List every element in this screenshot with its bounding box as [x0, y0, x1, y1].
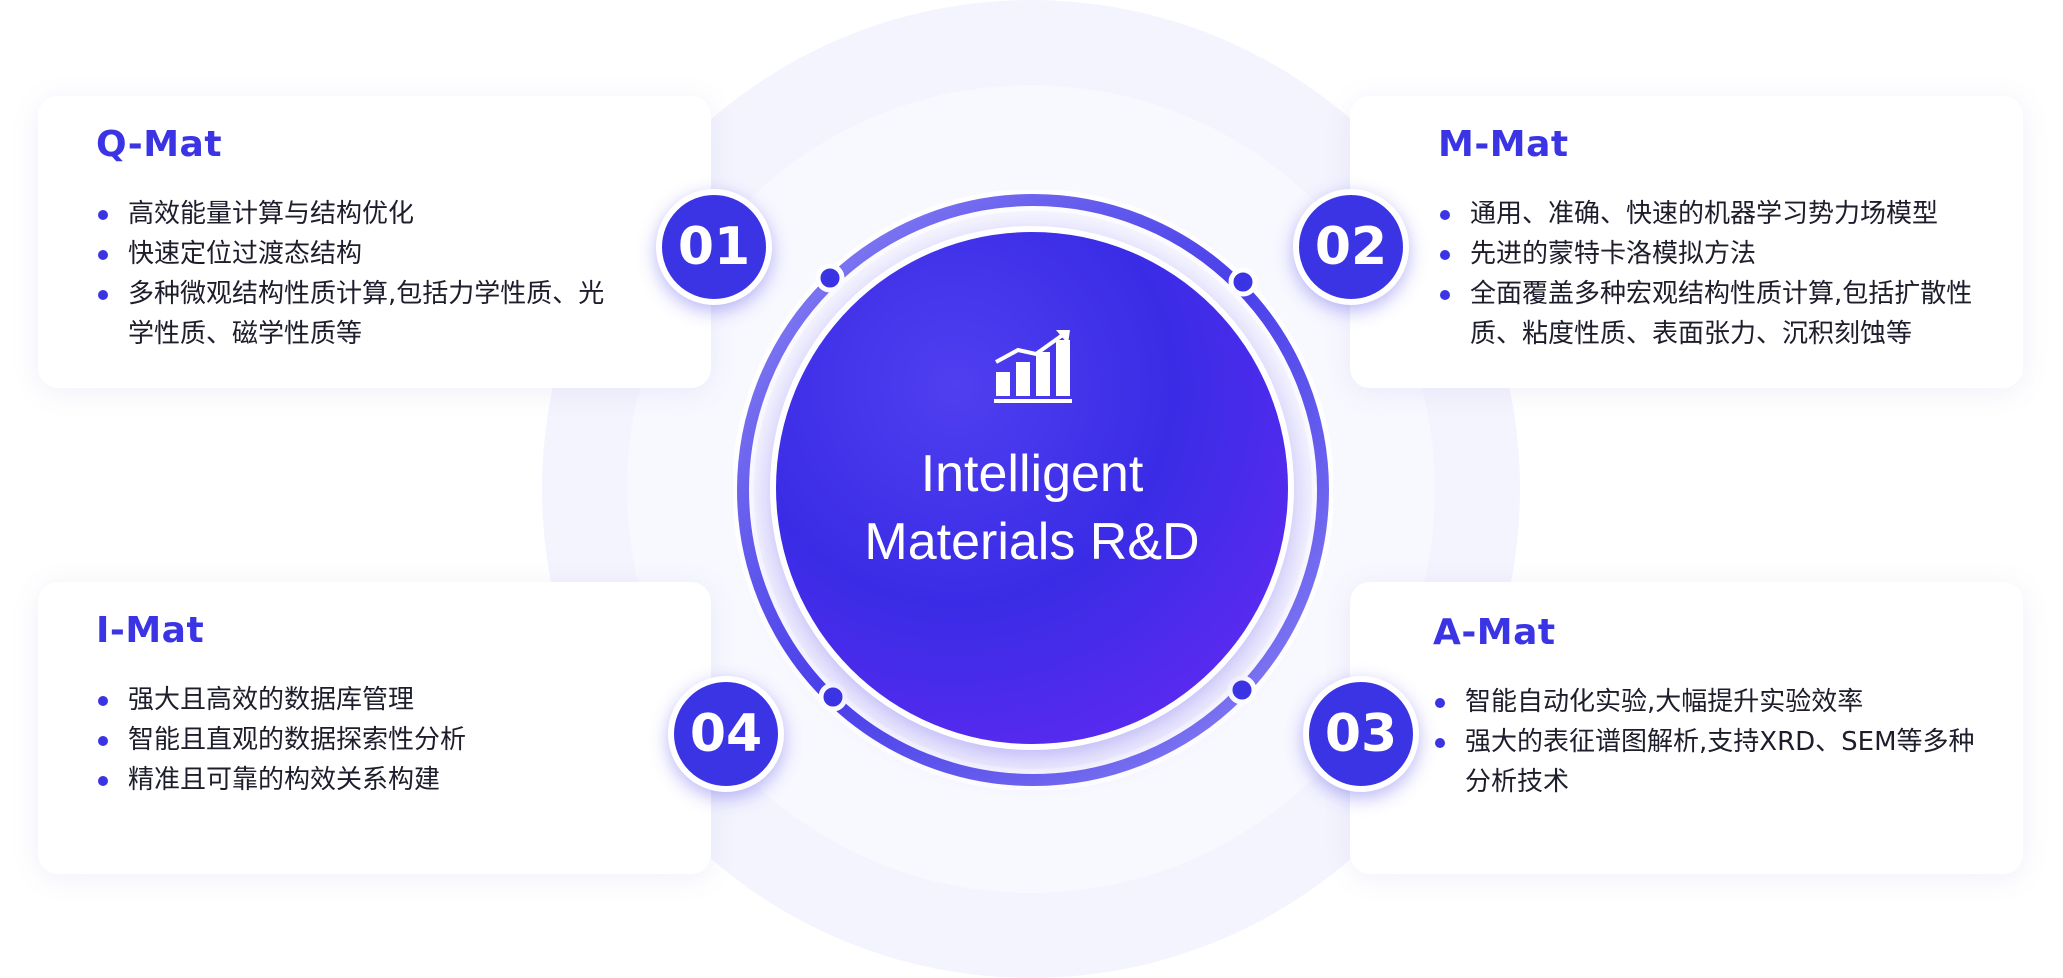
module-card-a-mat: A-Mat 智能自动化实验,大幅提升实验效率 强大的表征谱图解析,支持XRD、S… [1350, 582, 2023, 874]
module-feature-list: 智能自动化实验,大幅提升实验效率 强大的表征谱图解析,支持XRD、SEM等多种分… [1433, 682, 1993, 802]
module-title: I-Mat [96, 610, 205, 651]
orbit-dot [1227, 675, 1257, 705]
module-feature-item: 多种微观结构性质计算,包括力学性质、光学性质、磁学性质等 [96, 274, 616, 354]
module-feature-item: 智能且直观的数据探索性分析 [96, 720, 616, 760]
module-number-badge: 02 [1293, 189, 1409, 305]
module-number-badge: 03 [1303, 676, 1419, 792]
module-feature-item: 智能自动化实验,大幅提升实验效率 [1433, 682, 1993, 722]
orbit-dot [818, 682, 848, 712]
module-card-i-mat: I-Mat 强大且高效的数据库管理 智能且直观的数据探索性分析 精准且可靠的构效… [38, 582, 711, 874]
module-feature-item: 快速定位过渡态结构 [96, 234, 616, 274]
orbit-dot [815, 263, 845, 293]
module-feature-item: 先进的蒙特卡洛模拟方法 [1438, 234, 1998, 274]
module-number-badge: 01 [656, 189, 772, 305]
module-feature-list: 通用、准确、快速的机器学习势力场模型 先进的蒙特卡洛模拟方法 全面覆盖多种宏观结… [1438, 194, 1998, 354]
module-title: A-Mat [1433, 612, 1556, 653]
center-title-line-2: Materials R&D [864, 513, 1200, 571]
center-title-line-1: Intelligent [920, 445, 1144, 503]
module-feature-list: 高效能量计算与结构优化 快速定位过渡态结构 多种微观结构性质计算,包括力学性质、… [96, 194, 616, 354]
module-feature-item: 精准且可靠的构效关系构建 [96, 760, 616, 800]
orbit-dot [1228, 267, 1258, 297]
module-feature-item: 强大且高效的数据库管理 [96, 680, 616, 720]
module-title: M-Mat [1438, 124, 1569, 165]
orbit-ring [733, 190, 1333, 790]
module-card-q-mat: Q-Mat 高效能量计算与结构优化 快速定位过渡态结构 多种微观结构性质计算,包… [38, 96, 711, 388]
center-core: Intelligent Materials R&D [776, 232, 1288, 744]
module-title: Q-Mat [96, 124, 223, 165]
module-card-m-mat: M-Mat 通用、准确、快速的机器学习势力场模型 先进的蒙特卡洛模拟方法 全面覆… [1350, 96, 2023, 388]
bar-chart-growth-icon [994, 330, 1072, 403]
module-feature-list: 强大且高效的数据库管理 智能且直观的数据探索性分析 精准且可靠的构效关系构建 [96, 680, 616, 800]
module-feature-item: 通用、准确、快速的机器学习势力场模型 [1438, 194, 1998, 234]
module-number-badge: 04 [668, 676, 784, 792]
module-feature-item: 高效能量计算与结构优化 [96, 194, 616, 234]
module-feature-item: 强大的表征谱图解析,支持XRD、SEM等多种分析技术 [1433, 722, 1993, 802]
module-feature-item: 全面覆盖多种宏观结构性质计算,包括扩散性质、粘度性质、表面张力、沉积刻蚀等 [1438, 274, 1998, 354]
orbit-ring-line [737, 194, 1329, 786]
